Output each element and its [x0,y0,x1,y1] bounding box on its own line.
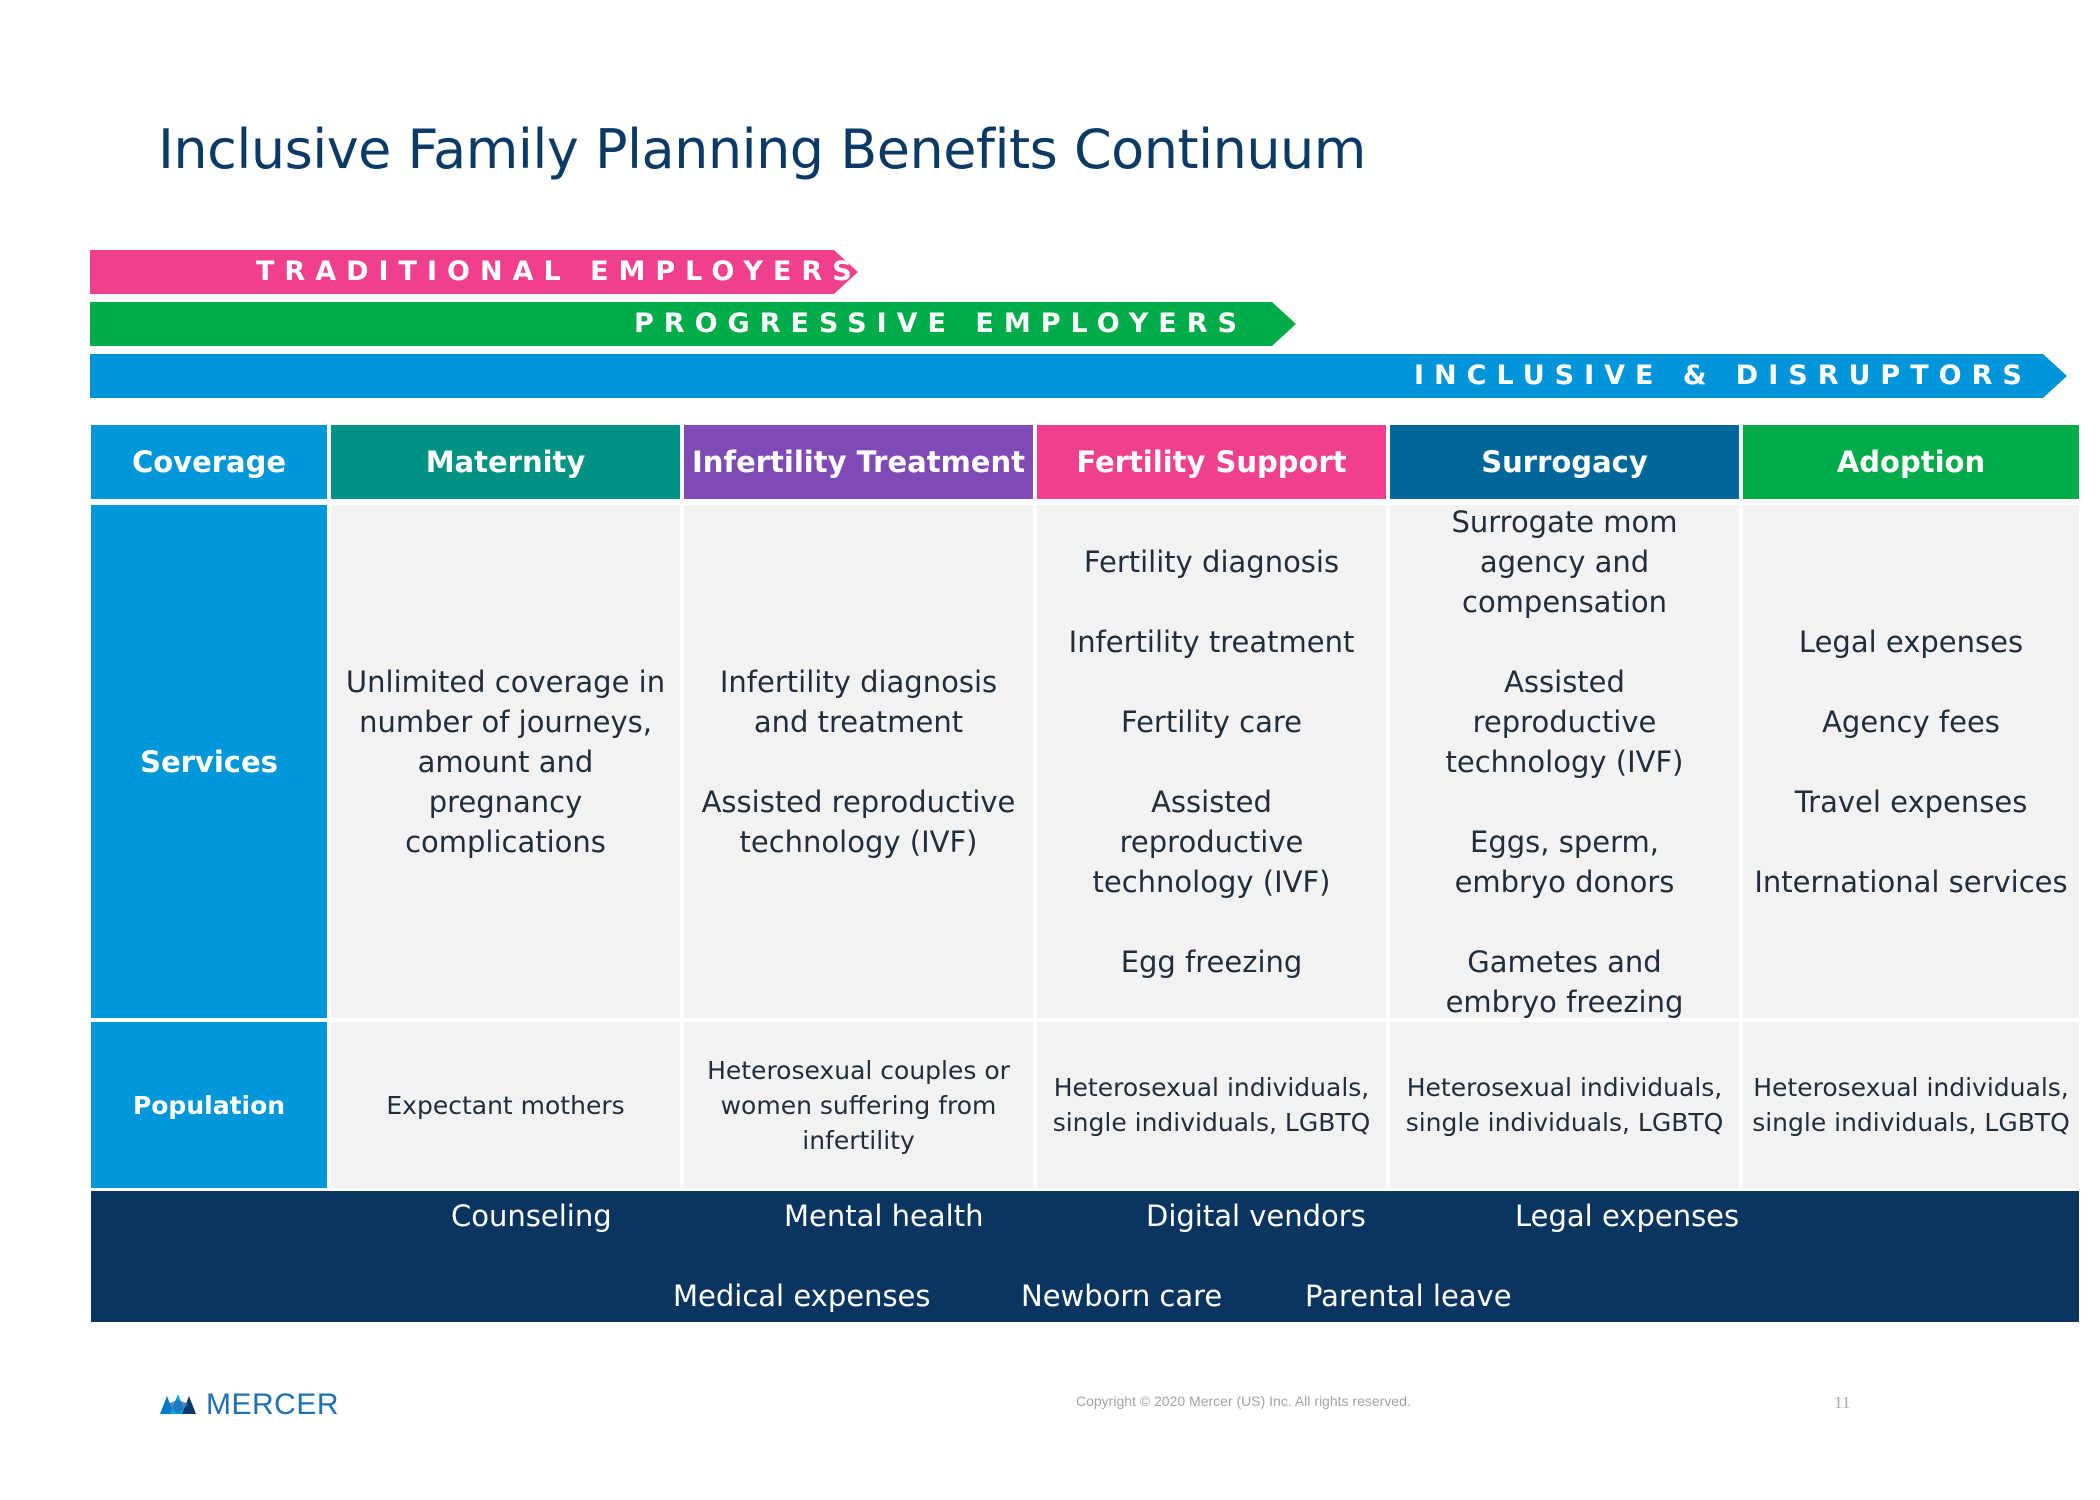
services-list: Unlimited coverage in number of journeys… [345,662,666,862]
service-item: Assisted reproductive technology (IVF) [1445,664,1684,779]
services-fertility-support: Fertility diagnosis Infertility treatmen… [1037,505,1386,1018]
arrow-traditional-employers: TRADITIONAL EMPLOYERS [90,250,858,294]
header-infertility-treatment: Infertility Treatment [684,425,1033,499]
service-item: Surrogate mom agency and compensation [1451,504,1678,619]
page-title: Inclusive Family Planning Benefits Conti… [158,118,1366,181]
services-list: Legal expenses Agency fees Travel expens… [1754,622,2067,902]
mercer-logo: MERCER [158,1388,339,1422]
services-list: Surrogate mom agency and compensation As… [1414,502,1715,1022]
services-adoption: Legal expenses Agency fees Travel expens… [1743,505,2079,1018]
service-item: Gametes and embryo freezing [1445,944,1684,1019]
service-item: Agency fees [1822,704,2000,739]
page-number: 11 [1834,1393,1851,1412]
population-maternity: Expectant mothers [331,1022,680,1188]
service-item: Fertility care [1121,704,1302,739]
services-maternity: Unlimited coverage in number of journeys… [331,505,680,1018]
service-item: Infertility treatment [1068,624,1355,659]
benefit-newborn-care: Newborn care [1021,1279,1223,1313]
benefit-digital-vendors: Digital vendors [1146,1199,1366,1233]
service-item: Fertility diagnosis [1083,544,1340,579]
arrow-inclusive-disruptors: INCLUSIVE & DISRUPTORS [90,354,2067,398]
header-adoption: Adoption [1743,425,2079,499]
benefit-legal-expenses: Legal expenses [1515,1199,1740,1233]
service-item: Infertility diagnosis and treatment [719,664,998,739]
arrow-label: INCLUSIVE & DISRUPTORS [1414,360,2032,391]
row-label-population: Population [91,1022,327,1188]
benefit-parental-leave: Parental leave [1305,1279,1512,1313]
header-maternity: Maternity [331,425,680,499]
service-item: Legal expenses [1798,624,2024,659]
service-item: Unlimited coverage in number of journeys… [345,664,666,859]
arrow-progressive-employers: PROGRESSIVE EMPLOYERS [90,302,1296,346]
service-item: Assisted reproductive technology (IVF) [1092,784,1331,899]
arrow-label: TRADITIONAL EMPLOYERS [256,256,862,287]
arrow-label: PROGRESSIVE EMPLOYERS [634,308,1247,339]
benefit-mental-health: Mental health [784,1199,984,1233]
services-list: Fertility diagnosis Infertility treatmen… [1061,542,1362,982]
header-surrogacy: Surrogacy [1390,425,1739,499]
mercer-logo-icon [160,1394,196,1414]
header-coverage: Coverage [91,425,327,499]
copyright-notice: Copyright © 2020 Mercer (US) Inc. All ri… [1076,1393,1411,1409]
additional-benefits-band: Counseling Mental health Digital vendors… [91,1191,2079,1322]
services-infertility-treatment: Infertility diagnosis and treatment Assi… [684,505,1033,1018]
population-fertility-support: Heterosexual individuals, single individ… [1037,1022,1386,1188]
service-item: Egg freezing [1120,944,1303,979]
services-list: Infertility diagnosis and treatment Assi… [698,662,1019,862]
service-item: Eggs, sperm, embryo donors [1454,824,1675,899]
service-item: Travel expenses [1794,784,2028,819]
logo-text: MERCER [206,1388,340,1421]
population-adoption: Heterosexual individuals, single individ… [1743,1022,2079,1188]
row-label-services: Services [91,505,327,1018]
services-surrogacy: Surrogate mom agency and compensation As… [1390,505,1739,1019]
benefit-counseling: Counseling [451,1199,612,1233]
benefit-medical-expenses: Medical expenses [673,1279,931,1313]
population-surrogacy: Heterosexual individuals, single individ… [1390,1022,1739,1188]
header-fertility-support: Fertility Support [1037,425,1386,499]
service-item: International services [1754,864,2068,899]
service-item: Assisted reproductive technology (IVF) [701,784,1016,859]
population-infertility-treatment: Heterosexual couples or women suffering … [684,1022,1033,1188]
